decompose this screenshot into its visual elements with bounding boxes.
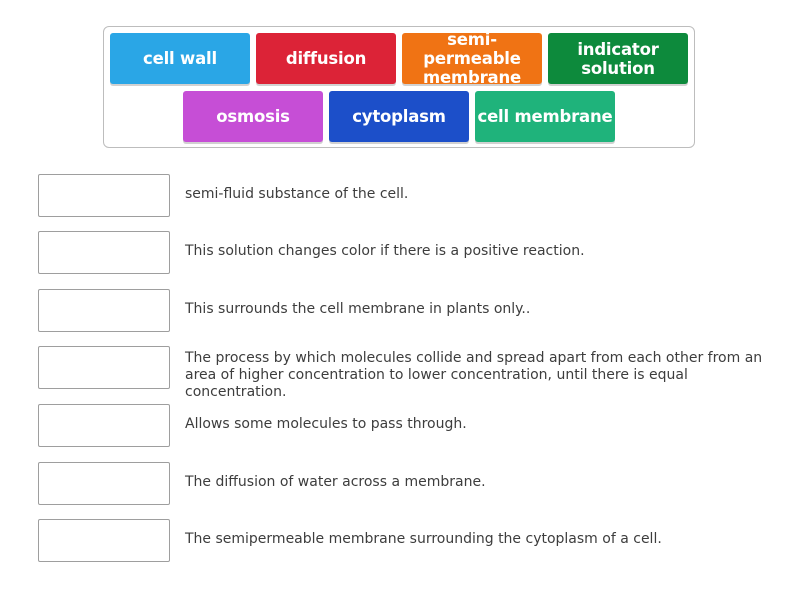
tile-label: semi-permeable membrane (423, 30, 521, 87)
drop-zone-5[interactable] (38, 404, 170, 447)
answer-tile-bank: cell wall diffusion semi-permeable membr… (103, 26, 695, 148)
tile-label: cell wall (143, 49, 217, 68)
tile-cell-membrane[interactable]: cell membrane (475, 91, 615, 142)
tile-indicator-solution[interactable]: indicator solution (548, 33, 688, 84)
tile-label: osmosis (216, 107, 290, 126)
drop-zone-1[interactable] (38, 174, 170, 217)
drop-zone-7[interactable] (38, 519, 170, 562)
tile-osmosis[interactable]: osmosis (183, 91, 323, 142)
tile-cell-wall[interactable]: cell wall (110, 33, 250, 84)
tile-label: cytoplasm (352, 107, 446, 126)
definition-text-2: This solution changes color if there is … (185, 243, 585, 259)
drop-zone-3[interactable] (38, 289, 170, 332)
tile-label: indicator solution (577, 39, 659, 78)
tile-label: diffusion (285, 49, 367, 68)
definition-text-5: Allows some molecules to pass through. (185, 416, 467, 432)
definition-text-6: The diffusion of water across a membrane… (185, 474, 486, 490)
tile-semi-permeable-membrane[interactable]: semi-permeable membrane (402, 30, 542, 87)
tile-label: cell membrane (477, 107, 613, 126)
definition-text-7: The semipermeable membrane surrounding t… (185, 531, 662, 547)
definition-text-3: This surrounds the cell membrane in plan… (185, 301, 531, 317)
drop-zone-2[interactable] (38, 231, 170, 274)
tile-cytoplasm[interactable]: cytoplasm (329, 91, 469, 142)
definition-text-1: semi-fluid substance of the cell. (185, 186, 409, 202)
definition-text-4: The process by which molecules collide a… (185, 350, 763, 400)
tile-diffusion[interactable]: diffusion (256, 33, 396, 84)
drop-zone-4[interactable] (38, 346, 170, 389)
drop-zone-6[interactable] (38, 462, 170, 505)
